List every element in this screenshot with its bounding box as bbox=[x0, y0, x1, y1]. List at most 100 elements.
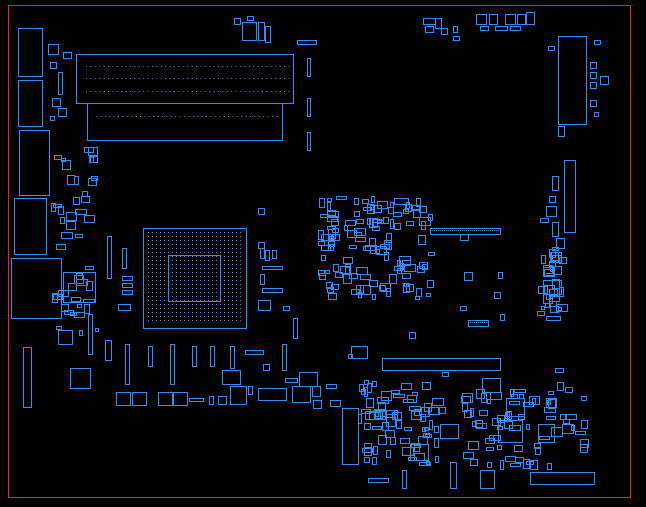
smd-part bbox=[355, 237, 366, 242]
component-30 bbox=[510, 26, 521, 31]
smd-part bbox=[394, 223, 401, 230]
smd-part bbox=[386, 233, 392, 243]
smd-part bbox=[372, 426, 382, 430]
smd-part bbox=[556, 304, 568, 312]
cpu-ball-row bbox=[148, 236, 241, 237]
component-84 bbox=[260, 248, 265, 259]
component-4 bbox=[58, 72, 63, 95]
component-83 bbox=[258, 242, 265, 249]
smd-part bbox=[419, 262, 428, 269]
smd-part bbox=[563, 419, 570, 424]
component-77 bbox=[285, 378, 298, 383]
smd-part bbox=[554, 266, 562, 275]
smd-part bbox=[354, 198, 359, 205]
smd-part bbox=[373, 446, 378, 455]
component-86 bbox=[272, 250, 277, 259]
smd-part bbox=[82, 191, 88, 197]
smd-part bbox=[509, 401, 520, 405]
smd-part bbox=[61, 232, 73, 239]
smd-part bbox=[419, 462, 431, 466]
smd-part bbox=[546, 416, 556, 420]
component-74 bbox=[299, 372, 318, 387]
smd-part bbox=[422, 264, 428, 270]
smd-part bbox=[386, 417, 396, 427]
smd-part bbox=[362, 448, 373, 453]
cpu-ball-row bbox=[148, 256, 241, 257]
smd-part bbox=[391, 390, 400, 394]
smd-part bbox=[386, 450, 391, 458]
smd-part bbox=[321, 234, 333, 241]
smd-part bbox=[321, 255, 326, 261]
component-2 bbox=[63, 52, 72, 59]
bottom-left-connector bbox=[342, 408, 359, 465]
component-53 bbox=[88, 314, 93, 355]
smd-part bbox=[371, 196, 375, 203]
smd-part bbox=[345, 220, 356, 226]
smd-part bbox=[429, 420, 433, 430]
component-33 bbox=[590, 62, 597, 69]
component-24 bbox=[489, 14, 498, 25]
smd-part bbox=[523, 402, 534, 407]
smd-part bbox=[373, 205, 382, 213]
smd-part bbox=[324, 270, 330, 274]
smd-part bbox=[548, 399, 556, 409]
cpu-ball-row bbox=[148, 292, 241, 293]
connector-strip-2 bbox=[468, 320, 489, 327]
smd-part bbox=[379, 285, 386, 291]
smd-part bbox=[415, 296, 420, 300]
cpu-ball-row bbox=[148, 304, 241, 305]
smd-part bbox=[418, 235, 426, 245]
smd-part bbox=[519, 394, 524, 399]
component-104 bbox=[348, 354, 353, 359]
smd-part bbox=[419, 206, 427, 213]
smd-part bbox=[380, 283, 391, 292]
cpu-ball-row bbox=[148, 308, 241, 309]
component-75 bbox=[248, 386, 253, 395]
component-108 bbox=[482, 378, 501, 393]
component-64 bbox=[132, 392, 147, 406]
smd-part bbox=[404, 264, 416, 272]
chip-left-2 bbox=[58, 330, 73, 345]
smd-part bbox=[54, 155, 62, 160]
pad-row bbox=[470, 322, 487, 323]
smd-part bbox=[393, 212, 402, 217]
component-107 bbox=[440, 424, 459, 439]
smd-part bbox=[575, 431, 586, 435]
component-89 bbox=[262, 288, 283, 293]
cpu-ball-row bbox=[148, 264, 241, 265]
component-19 bbox=[435, 18, 442, 29]
smd-part bbox=[380, 411, 387, 417]
smd-part bbox=[360, 274, 371, 280]
pad-row bbox=[96, 116, 278, 117]
smd-part bbox=[328, 244, 334, 251]
smd-part bbox=[320, 214, 329, 218]
component-layer bbox=[11, 12, 609, 489]
smd-part bbox=[400, 438, 410, 444]
smd-part bbox=[414, 409, 420, 416]
smd-part bbox=[407, 395, 417, 403]
component-3 bbox=[50, 62, 57, 69]
smd-part bbox=[56, 244, 66, 250]
component-110 bbox=[498, 420, 523, 443]
left-connector-1 bbox=[18, 28, 43, 77]
smd-part bbox=[361, 389, 366, 395]
smd-part bbox=[400, 263, 404, 270]
chip-left-3 bbox=[70, 368, 91, 389]
smd-part bbox=[580, 444, 588, 453]
smd-part bbox=[529, 396, 540, 405]
smd-part bbox=[349, 245, 357, 249]
component-60 bbox=[230, 346, 235, 369]
smd-part bbox=[548, 391, 554, 395]
component-56 bbox=[148, 346, 153, 367]
component-52 bbox=[118, 304, 131, 311]
smd-part bbox=[364, 447, 372, 456]
memory-slot-lower bbox=[87, 103, 283, 141]
smd-part bbox=[565, 414, 577, 420]
cpu-ball-row bbox=[148, 252, 241, 253]
smd-part bbox=[428, 252, 435, 256]
component-49 bbox=[122, 276, 133, 281]
smd-part bbox=[434, 438, 439, 448]
right-connector-2 bbox=[564, 160, 576, 233]
